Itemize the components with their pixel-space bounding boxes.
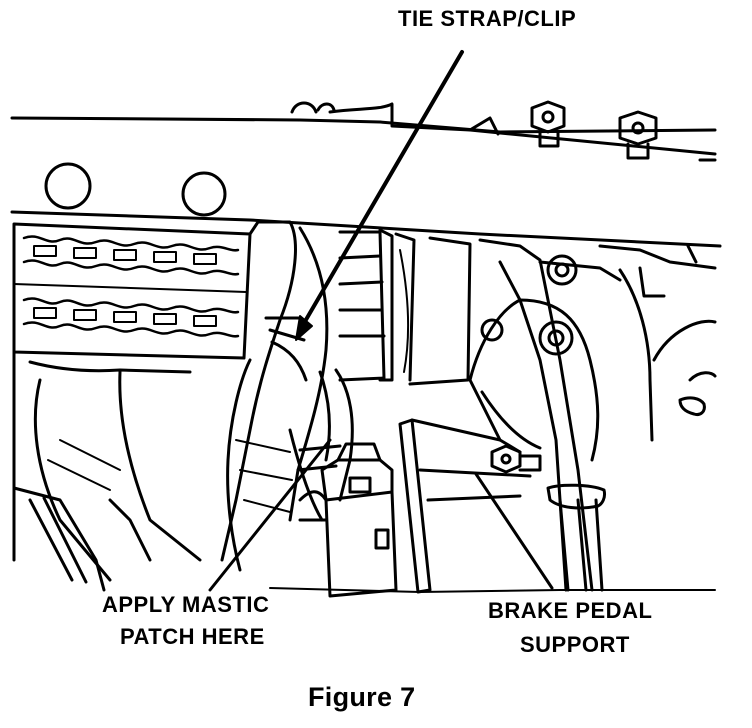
brake-pedal-arm [478, 238, 622, 592]
figure-caption: Figure 7 [308, 682, 416, 712]
dash-panel [10, 102, 722, 248]
floor-line [269, 587, 716, 593]
leader-tie-strap [298, 50, 464, 332]
arrowhead [295, 315, 313, 341]
mastic-label-line1: APPLY MASTIC [102, 592, 270, 617]
panel-hole [44, 162, 92, 210]
connector [298, 442, 398, 598]
bolt-icon [618, 110, 658, 160]
brake-label-line2: SUPPORT [520, 632, 630, 657]
clip-icon [290, 101, 336, 114]
brake-booster [598, 244, 717, 442]
fuse-block [12, 222, 252, 360]
bolt-icon [530, 100, 566, 148]
lower-dash-bracket [12, 350, 202, 592]
brake-label-line1: BRAKE PEDAL [488, 598, 653, 623]
tie-strap-label: TIE STRAP/CLIP [398, 6, 577, 31]
brake-pedal-support [398, 298, 542, 594]
leader-mastic [208, 438, 332, 592]
column-housing [338, 228, 472, 386]
panel-hole [181, 171, 227, 217]
mastic-label-line2: PATCH HERE [120, 624, 265, 649]
leader-brake-support [474, 472, 554, 590]
